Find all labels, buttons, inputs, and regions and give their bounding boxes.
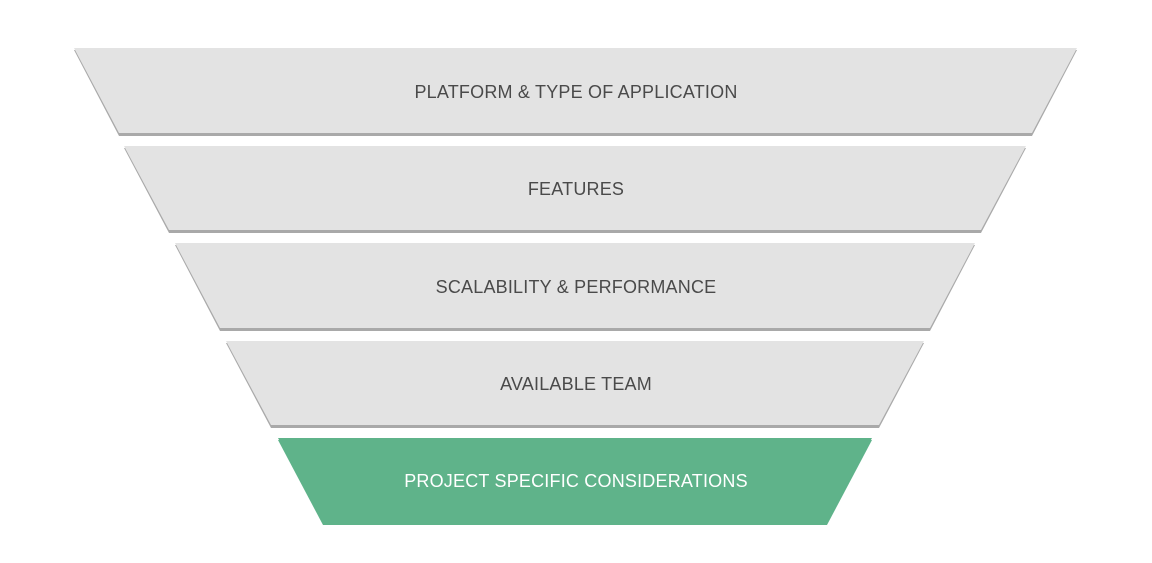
funnel-layer-1: PLATFORM & TYPE OF APPLICATION [74, 48, 1077, 136]
funnel-layer-2: FEATURES [124, 146, 1026, 233]
funnel-layer-shape [74, 48, 1077, 133]
funnel-layer-shape [124, 146, 1026, 230]
funnel-layer-shape [278, 438, 872, 522]
funnel-layer-label: PROJECT SPECIFIC CONSIDERATIONS [404, 471, 748, 491]
funnel-layer-label: PLATFORM & TYPE OF APPLICATION [414, 82, 737, 102]
funnel-layer-shape [226, 341, 924, 425]
funnel-layer-label: FEATURES [528, 179, 624, 199]
funnel-layer-label: AVAILABLE TEAM [500, 374, 652, 394]
funnel-layer-shape [175, 243, 975, 328]
funnel-layer-3: SCALABILITY & PERFORMANCE [175, 243, 975, 331]
funnel-layer-4: AVAILABLE TEAM [226, 341, 924, 428]
funnel-layer-label: SCALABILITY & PERFORMANCE [436, 277, 717, 297]
funnel-layer-5: PROJECT SPECIFIC CONSIDERATIONS [278, 438, 872, 525]
